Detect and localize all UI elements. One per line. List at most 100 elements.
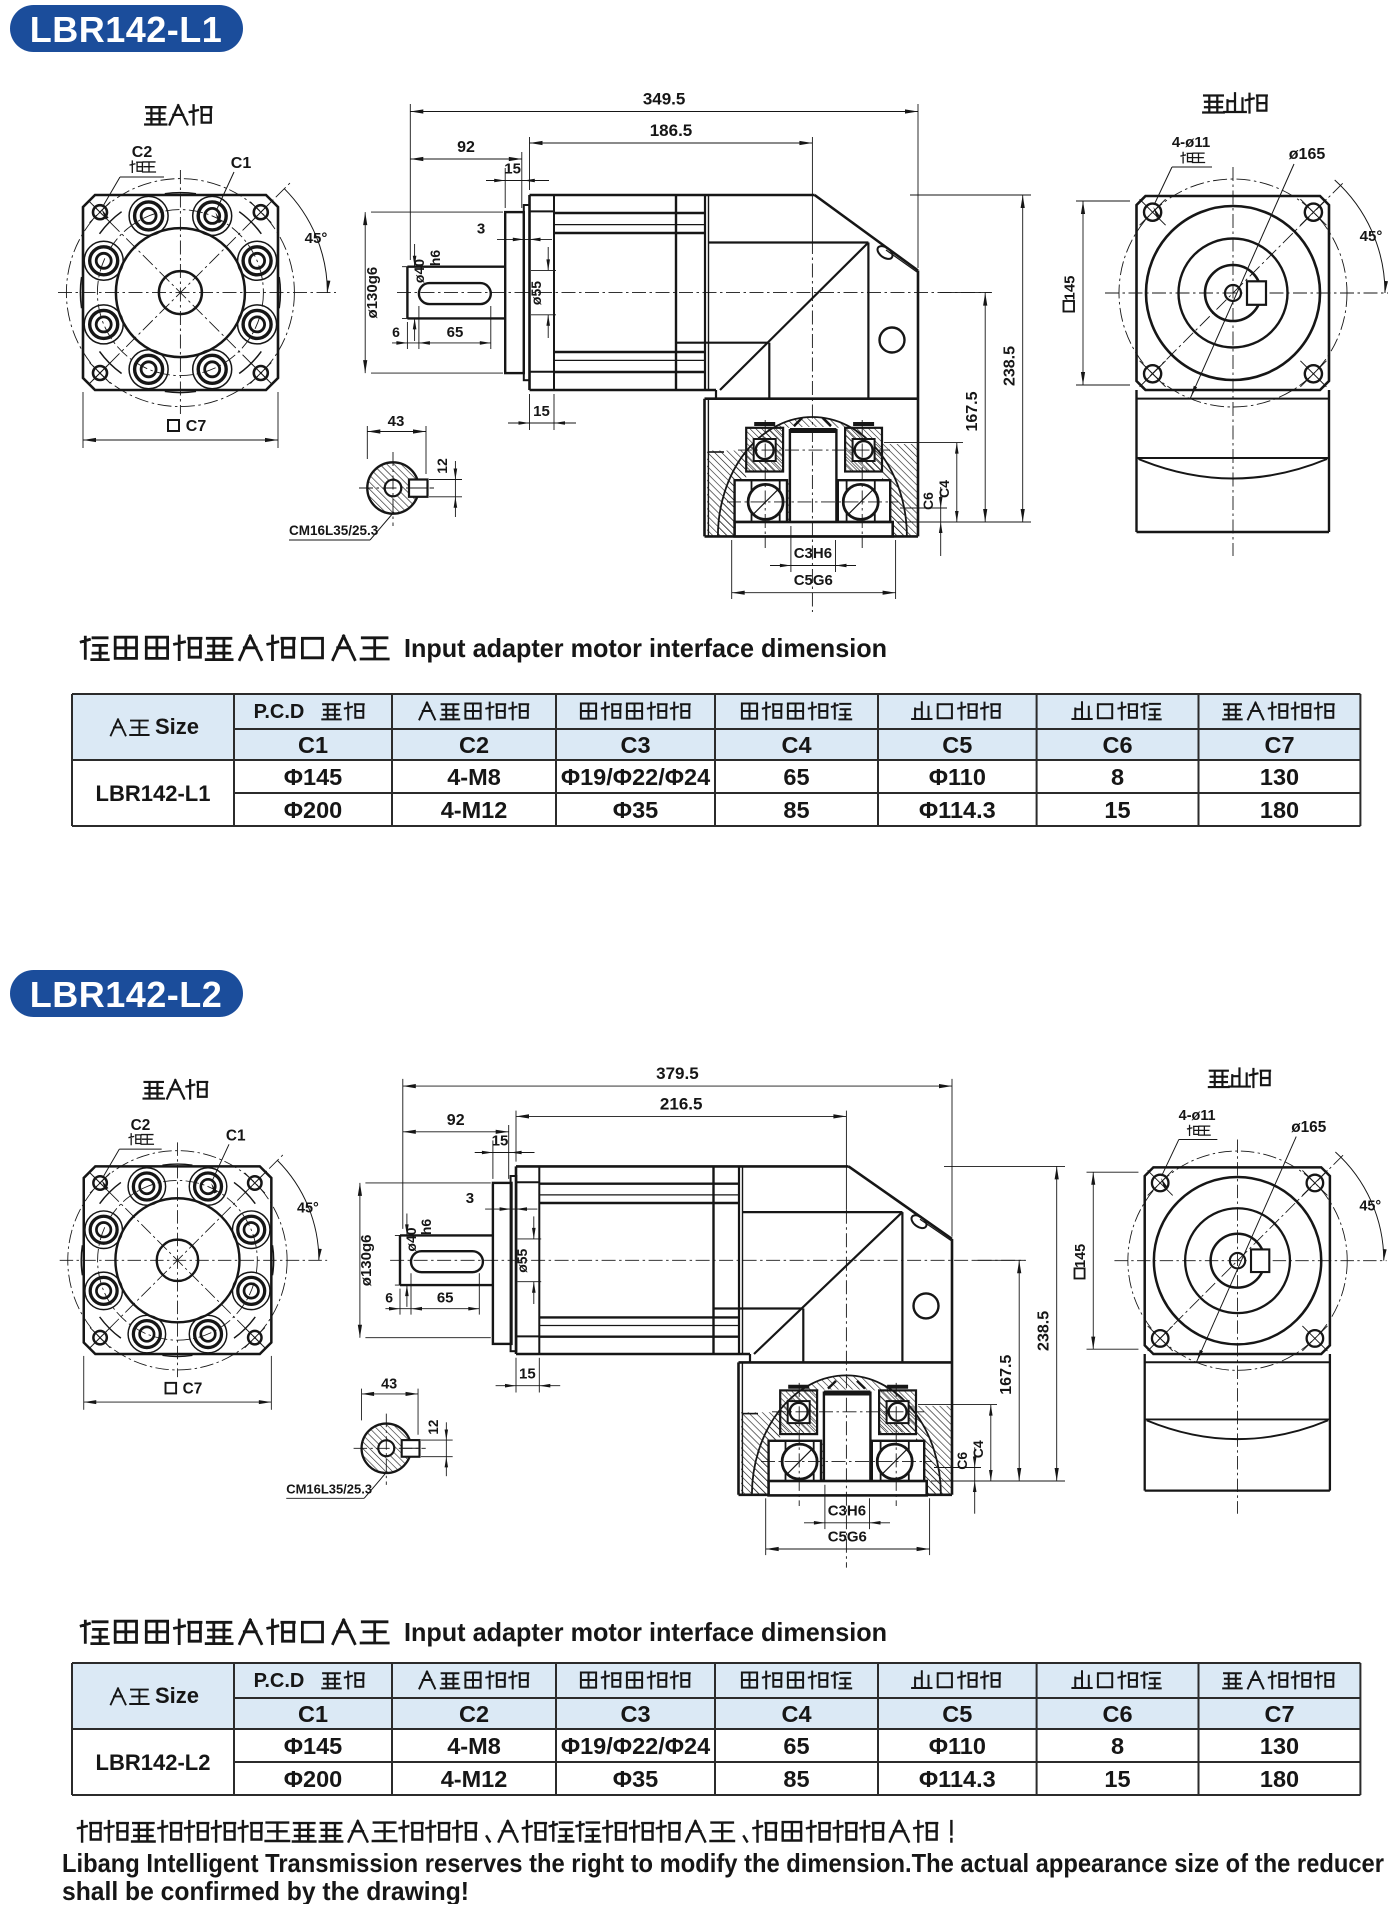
svg-text:4-ø11: 4-ø11 bbox=[1172, 134, 1210, 151]
svg-text:45°: 45° bbox=[305, 230, 328, 247]
svg-text:8: 8 bbox=[1111, 764, 1124, 790]
svg-text:180: 180 bbox=[1260, 797, 1299, 823]
svg-text:C6: C6 bbox=[1102, 1701, 1132, 1727]
svg-text:ø55: ø55 bbox=[514, 1248, 530, 1272]
svg-text:216.5: 216.5 bbox=[660, 1094, 703, 1113]
svg-text:Φ145: Φ145 bbox=[284, 764, 343, 790]
svg-text:12: 12 bbox=[426, 1420, 441, 1435]
svg-text:3: 3 bbox=[466, 1190, 474, 1207]
svg-text:92: 92 bbox=[447, 1112, 465, 1129]
svg-text:15: 15 bbox=[519, 1366, 536, 1383]
svg-text:Input adapter motor interface: Input adapter motor interface dimension bbox=[404, 633, 887, 663]
svg-text:145: 145 bbox=[1073, 1244, 1089, 1268]
svg-text:65: 65 bbox=[447, 324, 464, 341]
svg-text:15: 15 bbox=[504, 161, 521, 178]
svg-text:ø55: ø55 bbox=[528, 281, 544, 305]
svg-text:C4: C4 bbox=[781, 732, 811, 758]
svg-text:130: 130 bbox=[1260, 1733, 1299, 1759]
svg-text:43: 43 bbox=[388, 413, 405, 430]
svg-text:6: 6 bbox=[385, 1290, 393, 1306]
svg-text:P.C.D: P.C.D bbox=[254, 1670, 305, 1692]
svg-text:238.5: 238.5 bbox=[1002, 346, 1019, 386]
svg-text:C4: C4 bbox=[936, 480, 952, 498]
svg-text:4-M8: 4-M8 bbox=[447, 764, 501, 790]
svg-text:Φ35: Φ35 bbox=[613, 797, 658, 823]
svg-text:ø165: ø165 bbox=[1289, 146, 1326, 163]
svg-text:C6: C6 bbox=[954, 1452, 970, 1470]
svg-text:C6: C6 bbox=[920, 492, 936, 510]
svg-text:C7: C7 bbox=[186, 418, 207, 435]
svg-text:Size: Size bbox=[155, 1683, 199, 1708]
svg-text:C4: C4 bbox=[781, 1701, 811, 1727]
svg-text:85: 85 bbox=[783, 1766, 809, 1792]
svg-text:15: 15 bbox=[1104, 1766, 1130, 1792]
svg-text:C7: C7 bbox=[183, 1380, 203, 1397]
svg-text:145: 145 bbox=[1062, 275, 1079, 300]
svg-text:4-M12: 4-M12 bbox=[441, 797, 508, 823]
svg-text:Φ19/Φ22/Φ24: Φ19/Φ22/Φ24 bbox=[561, 764, 710, 790]
svg-text:Φ200: Φ200 bbox=[284, 1766, 343, 1792]
svg-text:LBR142-L1: LBR142-L1 bbox=[96, 781, 211, 806]
svg-text:ø40: ø40 bbox=[403, 1227, 419, 1251]
svg-text:Libang Intelligent Transmissio: Libang Intelligent Transmission reserves… bbox=[62, 1848, 1384, 1878]
svg-text:Φ114.3: Φ114.3 bbox=[919, 797, 996, 823]
svg-text:12: 12 bbox=[434, 458, 450, 474]
svg-text:4-M8: 4-M8 bbox=[447, 1733, 501, 1759]
svg-text:Φ110: Φ110 bbox=[929, 764, 986, 790]
svg-text:C5G6: C5G6 bbox=[828, 1529, 867, 1546]
svg-text:43: 43 bbox=[381, 1377, 397, 1393]
svg-text:15: 15 bbox=[492, 1133, 509, 1150]
svg-text:shall be confirmed by the draw: shall be confirmed by the drawing! bbox=[62, 1876, 469, 1904]
svg-text:65: 65 bbox=[783, 764, 809, 790]
svg-text:4-M12: 4-M12 bbox=[441, 1766, 508, 1792]
svg-text:45°: 45° bbox=[1360, 228, 1383, 245]
svg-text:C1: C1 bbox=[298, 732, 328, 758]
svg-text:C3H6: C3H6 bbox=[828, 1503, 866, 1520]
svg-text:h6: h6 bbox=[418, 1219, 434, 1236]
svg-text:4-ø11: 4-ø11 bbox=[1179, 1108, 1216, 1124]
svg-text:349.5: 349.5 bbox=[643, 90, 686, 109]
svg-text:C6: C6 bbox=[1102, 732, 1132, 758]
svg-text:167.5: 167.5 bbox=[964, 391, 981, 431]
svg-text:C5: C5 bbox=[942, 1701, 972, 1727]
svg-text:C1: C1 bbox=[226, 1127, 246, 1144]
svg-text:6: 6 bbox=[392, 324, 400, 340]
svg-text:Φ110: Φ110 bbox=[929, 1733, 986, 1759]
svg-text:Φ19/Φ22/Φ24: Φ19/Φ22/Φ24 bbox=[561, 1733, 710, 1759]
svg-text:238.5: 238.5 bbox=[1035, 1311, 1052, 1351]
svg-text:45°: 45° bbox=[1359, 1199, 1381, 1215]
svg-text:45°: 45° bbox=[297, 1201, 319, 1217]
svg-text:65: 65 bbox=[437, 1290, 454, 1307]
svg-text:15: 15 bbox=[533, 403, 550, 420]
svg-text:C3H6: C3H6 bbox=[794, 545, 832, 562]
svg-text:LBR142-L2: LBR142-L2 bbox=[30, 974, 223, 1015]
svg-text:92: 92 bbox=[457, 139, 475, 156]
svg-text:ø130g6: ø130g6 bbox=[358, 1234, 375, 1286]
svg-text:C2: C2 bbox=[459, 1701, 489, 1727]
svg-text:ø40: ø40 bbox=[411, 259, 427, 283]
svg-text:ø130g6: ø130g6 bbox=[364, 267, 381, 319]
svg-text:C3: C3 bbox=[620, 1701, 650, 1727]
svg-text:C1: C1 bbox=[298, 1701, 328, 1727]
svg-text:15: 15 bbox=[1104, 797, 1130, 823]
svg-text:8: 8 bbox=[1111, 1733, 1124, 1759]
svg-text:C5: C5 bbox=[942, 732, 972, 758]
svg-text:h6: h6 bbox=[427, 250, 443, 267]
svg-text:C1: C1 bbox=[231, 155, 252, 172]
svg-text:C2: C2 bbox=[459, 732, 489, 758]
svg-text:Φ114.3: Φ114.3 bbox=[919, 1766, 996, 1792]
svg-text:Φ35: Φ35 bbox=[613, 1766, 658, 1792]
svg-text:ø165: ø165 bbox=[1291, 1119, 1326, 1136]
svg-text:3: 3 bbox=[477, 220, 485, 237]
svg-text:Φ200: Φ200 bbox=[284, 797, 343, 823]
svg-text:LBR142-L2: LBR142-L2 bbox=[96, 1750, 211, 1775]
svg-text:Φ145: Φ145 bbox=[284, 1733, 343, 1759]
svg-text:C3: C3 bbox=[620, 732, 650, 758]
svg-text:C2: C2 bbox=[131, 1117, 151, 1134]
svg-text:C7: C7 bbox=[1264, 732, 1294, 758]
svg-text:186.5: 186.5 bbox=[650, 121, 693, 140]
svg-text:C5G6: C5G6 bbox=[794, 572, 833, 589]
svg-text:180: 180 bbox=[1260, 1766, 1299, 1792]
svg-text:85: 85 bbox=[783, 797, 809, 823]
svg-text:167.5: 167.5 bbox=[998, 1355, 1015, 1395]
